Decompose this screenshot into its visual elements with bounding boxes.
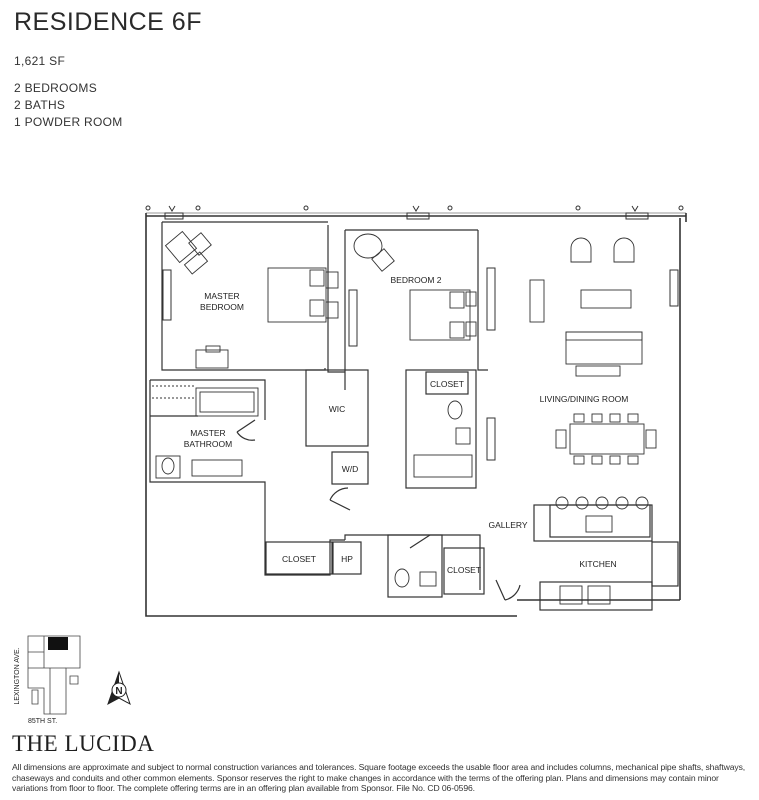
label-wd: W/D xyxy=(342,464,359,474)
square-footage: 1,621 SF xyxy=(14,54,66,68)
label-kitchen: KITCHEN xyxy=(579,559,616,569)
room-labels: MASTER BEDROOM BEDROOM 2 MASTER BATHROOM… xyxy=(184,275,629,575)
label-powder-closet: CLOSET xyxy=(447,565,481,575)
label-bedroom-2: BEDROOM 2 xyxy=(390,275,441,285)
residence-title: RESIDENCE 6F xyxy=(14,8,202,36)
compass-letter: N xyxy=(115,686,122,697)
label-master-bedroom-1: MASTER xyxy=(204,291,239,301)
bath-count: 2 BATHS xyxy=(14,98,66,112)
floor-plan: MASTER BEDROOM BEDROOM 2 MASTER BATHROOM… xyxy=(145,205,687,617)
room-summary: 2 BEDROOMS 2 BATHS 1 POWDER ROOM xyxy=(14,80,123,131)
brand-name: THE LUCIDA xyxy=(12,731,155,756)
street-85th: 85TH ST. xyxy=(28,718,57,725)
label-master-bedroom-2: BEDROOM xyxy=(200,302,244,312)
legal-disclaimer: All dimensions are approximate and subje… xyxy=(12,762,746,793)
building-key-map: LEXINGTON AVE. 85TH ST. xyxy=(14,635,81,725)
label-hp: HP xyxy=(341,554,353,564)
residence-highlight xyxy=(48,637,68,650)
label-master-bath-2: BATHROOM xyxy=(184,439,232,449)
label-living-dining: LIVING/DINING ROOM xyxy=(540,394,629,404)
label-bedroom2-closet: CLOSET xyxy=(430,379,464,389)
street-lexington: LEXINGTON AVE. xyxy=(14,647,21,704)
bedroom-count: 2 BEDROOMS xyxy=(14,81,98,95)
label-gallery: GALLERY xyxy=(488,520,527,530)
interior-walls xyxy=(149,221,679,611)
windows xyxy=(162,267,679,461)
furniture xyxy=(152,230,657,605)
label-hall-closet: CLOSET xyxy=(282,554,316,564)
exterior-walls xyxy=(145,212,687,617)
powder-room-count: 1 POWDER ROOM xyxy=(14,115,123,129)
north-arrow-icon: N xyxy=(107,670,131,706)
label-wic: WIC xyxy=(329,404,346,414)
label-master-bath-1: MASTER xyxy=(190,428,225,438)
column-markers xyxy=(145,205,684,220)
